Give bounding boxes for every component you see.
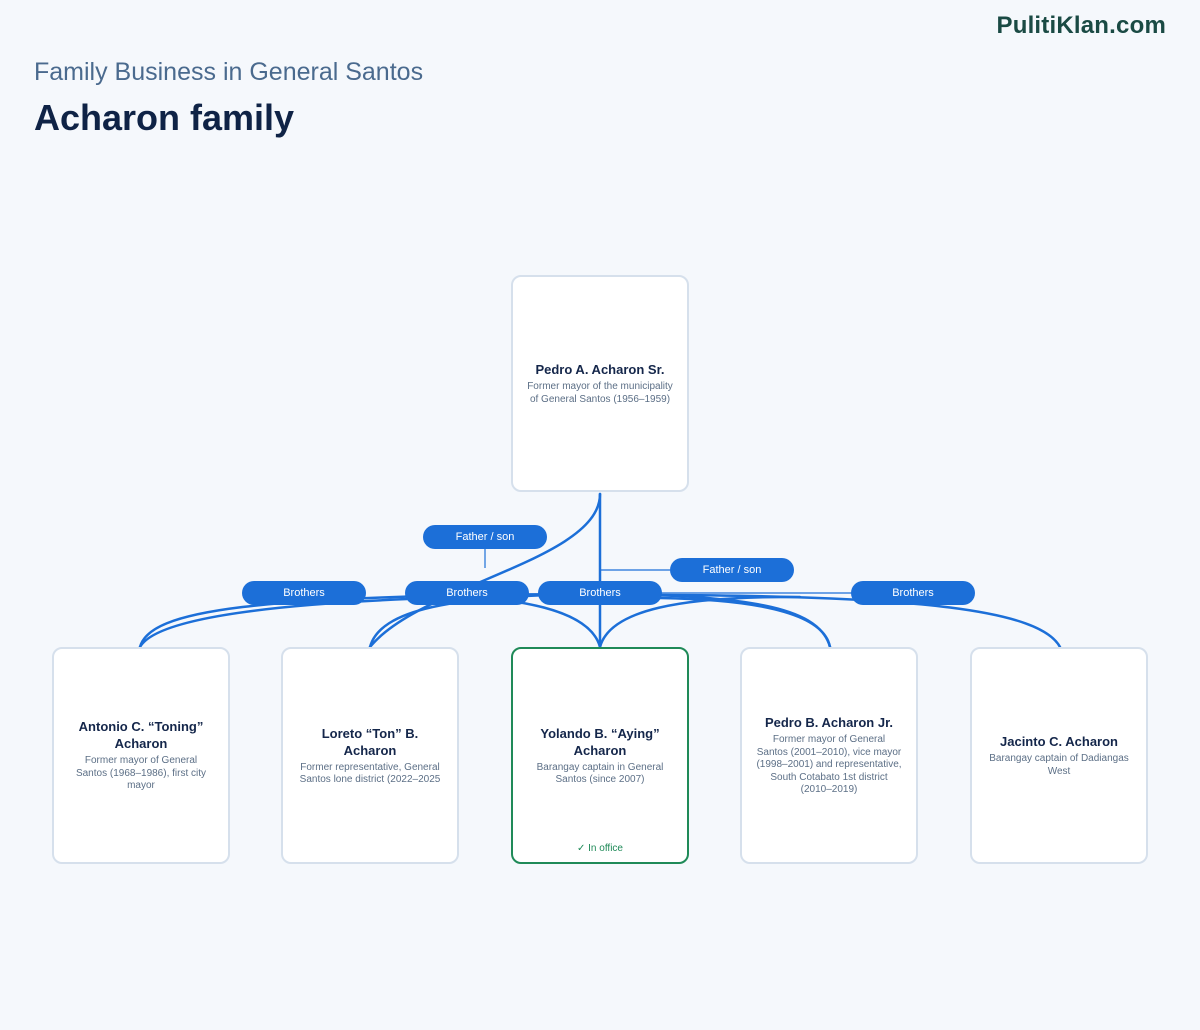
link-pedrojr-brothers-2 (658, 596, 832, 649)
person-description: Barangay captain of Dadiangas West (989, 753, 1129, 777)
relation-pill-father-son: Father / son (670, 558, 794, 582)
brand-logo: PulitiKlan.com (996, 12, 1166, 39)
person-name: Pedro B. Acharon Jr. (764, 715, 894, 731)
link-jacinto-brothers (658, 593, 1062, 649)
relation-pill-brothers: Brothers (538, 581, 662, 605)
link-father-loreto (368, 492, 602, 649)
person-description: Former mayor of General Santos (2001–201… (756, 734, 902, 796)
relation-pill-brothers: Brothers (242, 581, 366, 605)
person-name: Pedro A. Acharon Sr. (535, 362, 665, 377)
person-card-jacinto: Jacinto C. Acharon Barangay captain of D… (970, 647, 1148, 864)
person-description: Former representative, General Santos lo… (299, 761, 441, 786)
person-name: Jacinto C. Acharon (1000, 734, 1118, 749)
status-badge: ✓ In office (577, 843, 623, 854)
relation-pill-brothers: Brothers (851, 581, 975, 605)
relation-pill-father-son: Father / son (423, 525, 547, 549)
person-card-yolando: Yolando B. “Aying” Acharon Barangay capt… (511, 647, 689, 864)
person-name: Loreto “Ton” B. Acharon (321, 725, 419, 758)
page-subtitle: Family Business in General Santos (34, 58, 424, 86)
person-description: Former mayor of the municipality of Gene… (527, 381, 673, 405)
person-card-antonio: Antonio C. “Toning” Acharon Former mayor… (52, 647, 230, 864)
person-description: Former mayor of General Santos (1968–198… (75, 755, 207, 792)
person-card-loreto: Loreto “Ton” B. Acharon Former represent… (281, 647, 459, 864)
person-name: Yolando B. “Aying” Acharon (540, 725, 660, 758)
relation-pill-brothers: Brothers (405, 581, 529, 605)
person-card-pedro-jr: Pedro B. Acharon Jr. Former mayor of Gen… (740, 647, 918, 864)
person-name: Antonio C. “Toning” Acharon (78, 719, 204, 752)
page-title: Acharon family (34, 97, 295, 138)
person-card-pedro-sr: Pedro A. Acharon Sr. Former mayor of the… (511, 275, 689, 492)
person-description: Barangay captain in General Santos (sinc… (536, 761, 664, 786)
